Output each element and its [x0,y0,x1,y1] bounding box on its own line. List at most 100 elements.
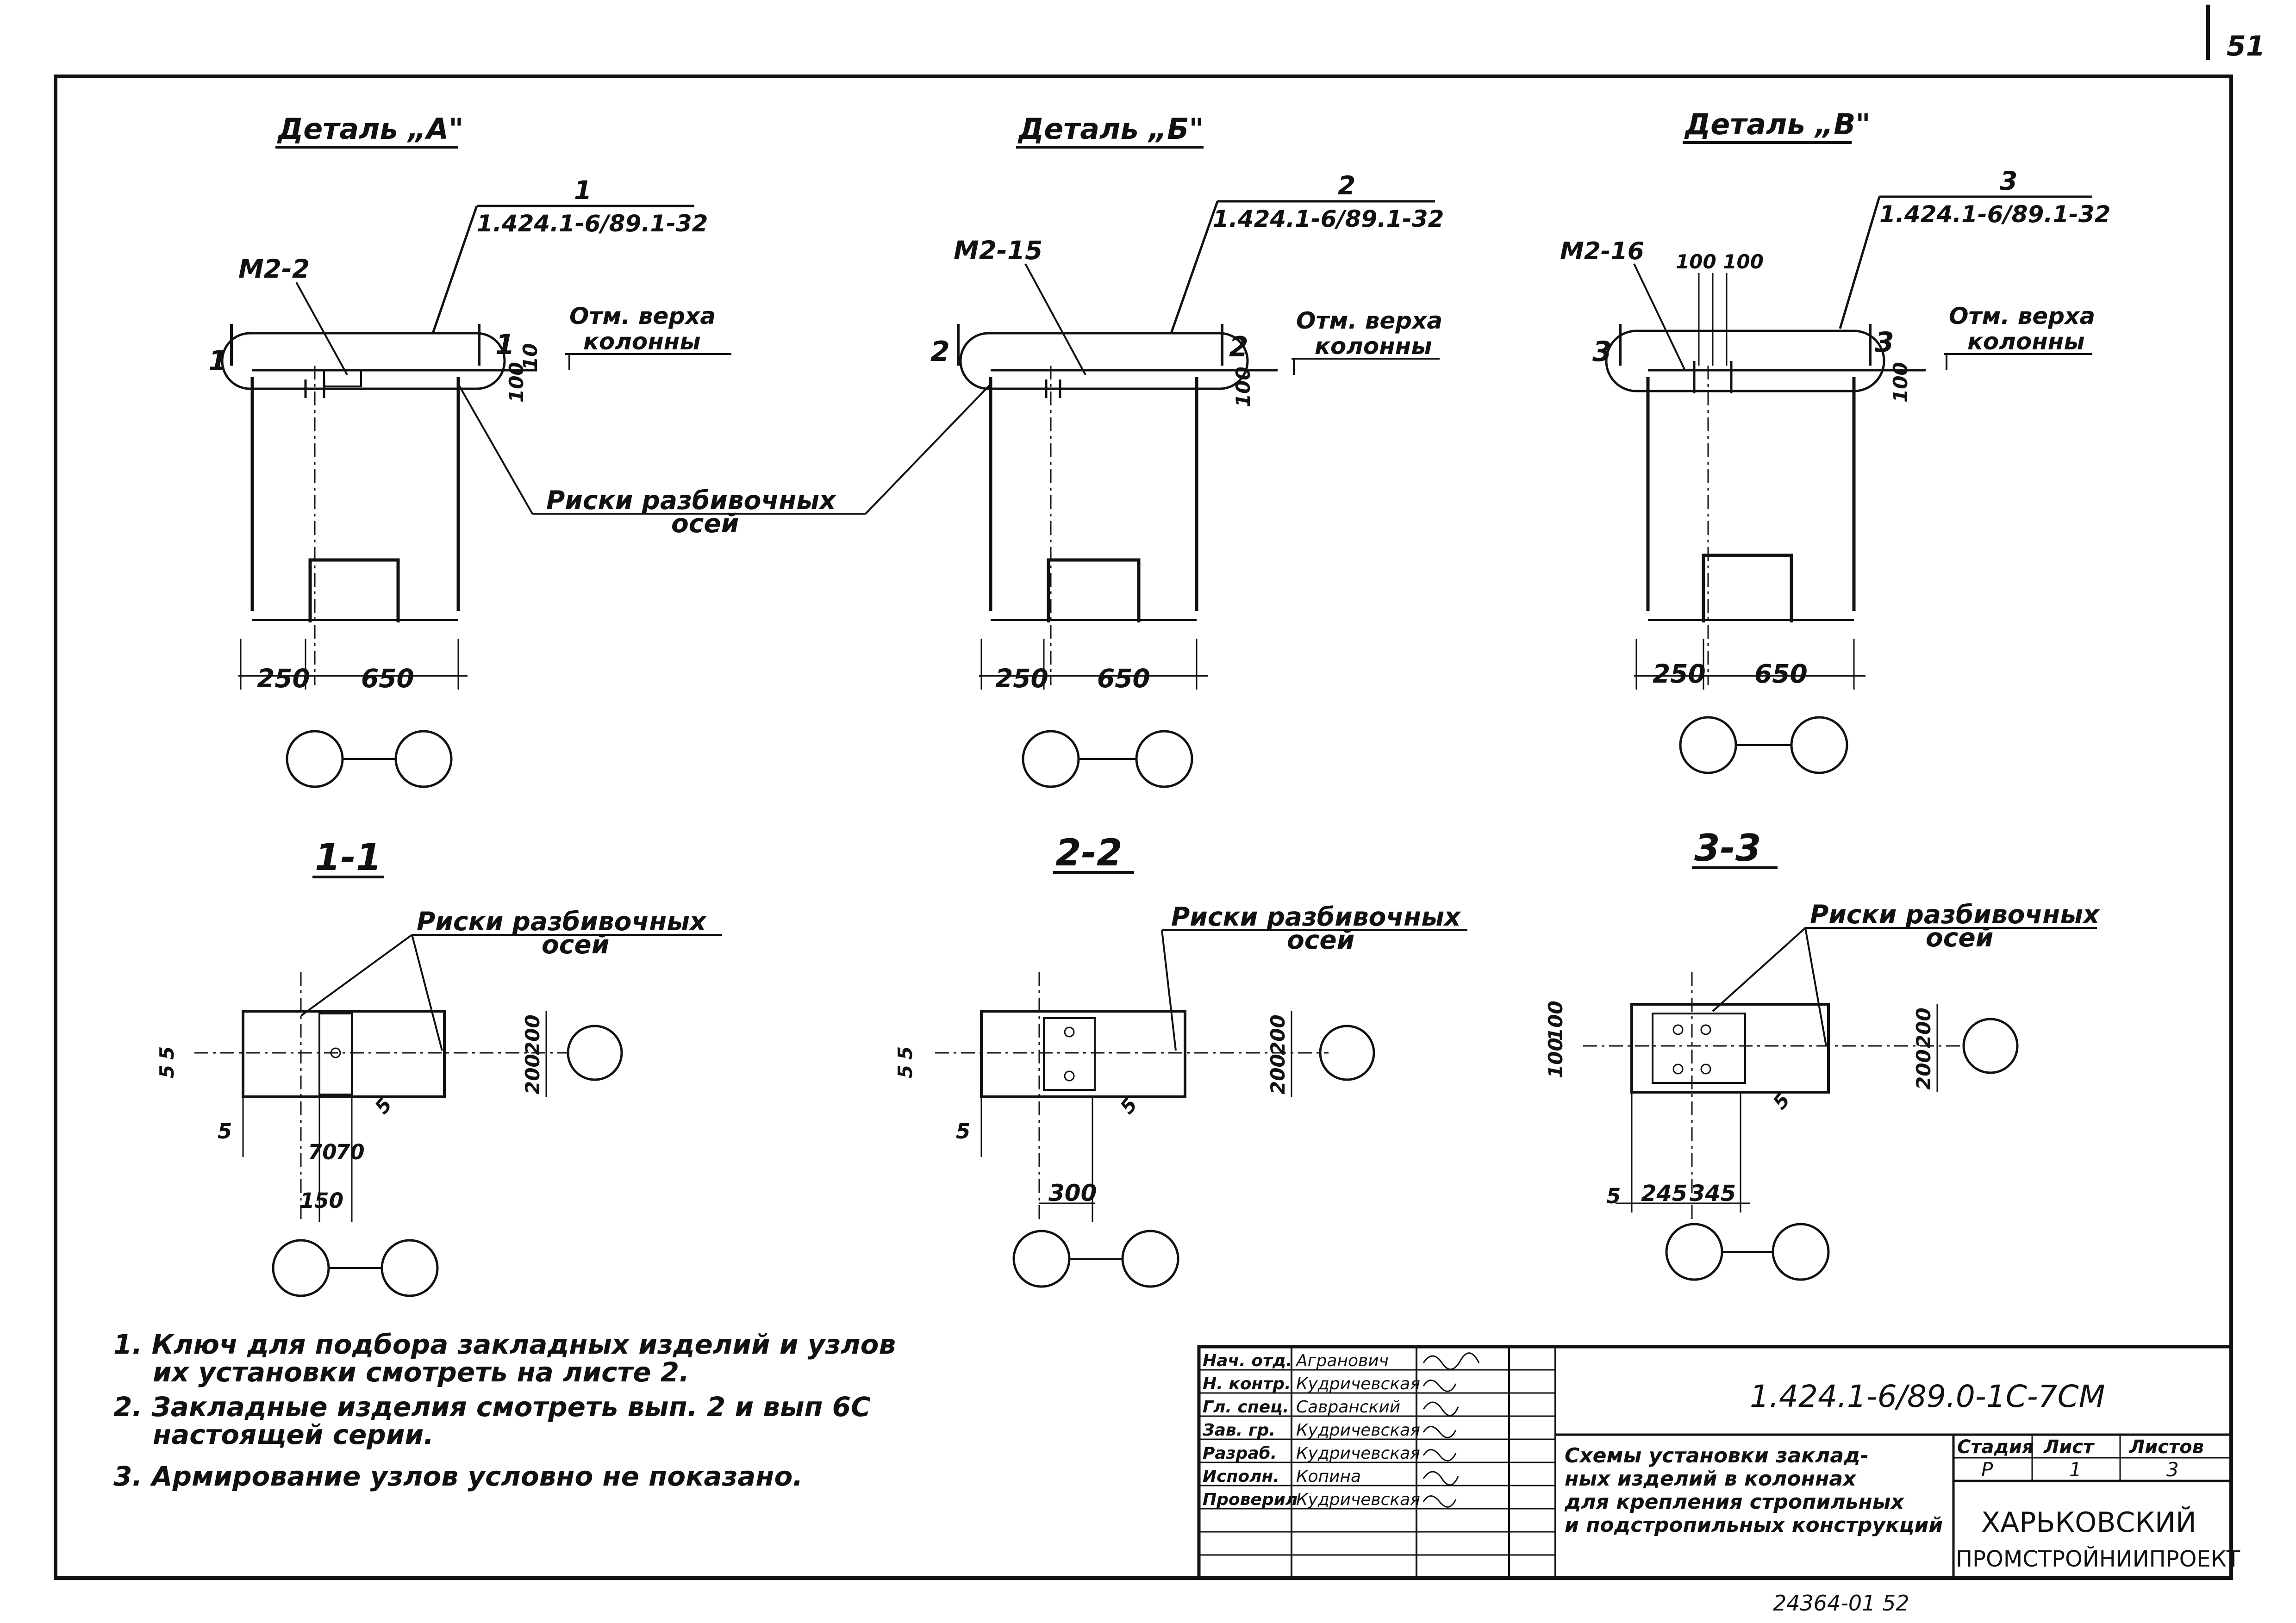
axis-bubble [1319,1025,1375,1081]
axis-bubble [1790,716,1848,774]
sheet-value: 1 [2069,1458,2082,1481]
section-marker-left: 3 [1592,336,1612,368]
signature [1423,1449,1457,1461]
dim-bottom-a: 70 [308,1140,337,1164]
sheets-header: Листов [2129,1436,2204,1458]
dim-right-b: 200 [1912,1049,1935,1090]
anchor-hole [1700,1063,1711,1075]
axis-marks-leader [1161,930,1177,1051]
dim-left-top: 5 [894,1065,917,1078]
axis-bubble [1121,1230,1179,1288]
top-of-column-label-a: Отм. верха колонны [565,303,731,370]
signature [1423,1426,1457,1438]
drawing-frame [54,75,2233,1580]
leader-ref: 1.424.1-6/89.1-32 [1213,205,1444,232]
detail-v: Деталь „В" 3 1.424.1-6/89.1-32 М2-16 100… [1560,107,2110,774]
dim-corner: 5 [1606,1184,1621,1208]
dim-right: 650 [361,664,414,693]
dim-bottom-a: 245 [1641,1181,1687,1206]
embed-label: М2-16 [1560,237,1644,265]
axis-bubble [381,1239,439,1297]
column-plan [1630,1003,1830,1094]
leader-ref: 1.424.1-6/89.1-32 [1879,201,2110,228]
dim-right: 650 [1097,664,1150,693]
dim-corner: 5 [956,1119,970,1144]
top-label-line1: Отм. верха [1949,303,2095,330]
anchor-hole [1672,1024,1684,1035]
embed-leader [1633,263,1686,371]
anchor-hole [1700,1024,1711,1035]
top-of-column-label-b: Отм. верха колонны [1292,307,1442,375]
dim-right: 650 [1754,659,1808,689]
bottom-stamp: 24364-01 52 [1773,1591,1909,1616]
leader-line [1839,196,1881,329]
sheet-header: Лист [2043,1436,2095,1458]
role-label: Нач. отд. [1203,1351,1292,1370]
axis-bubble [1135,730,1193,788]
column-plan [980,1010,1186,1098]
dim-bottom-a: 300 [1048,1180,1097,1206]
dim-right-b: 200 [521,1054,544,1094]
detail-b: Деталь „Б" 2 1.424.1-6/89.1-32 М2-15 2 2… [930,112,1444,788]
embed-leader [1024,263,1086,375]
section-marker-right: 3 [1875,326,1894,359]
axis-bubble [286,730,344,788]
drawing-code: 1.424.1-6/89.0-1С-7СМ [1750,1379,2105,1414]
dim-vertical: 100 [1889,362,1912,403]
page-number: 51 [2227,30,2265,62]
role-name: Агранович [1295,1351,1389,1370]
dim-left: 250 [995,664,1048,693]
top-of-column-label-v: Отм. верха колонны [1944,303,2095,370]
dim-corner: 5 [218,1119,232,1144]
dim-bottom-b: 70 [336,1140,365,1164]
axis-marks-leader [865,383,992,515]
leader-number: 1 [574,175,592,205]
note-line: их установки смотреть на листе 2. [153,1356,689,1388]
axis-bubble [1772,1223,1830,1281]
stage-value: Р [1981,1458,1993,1481]
axis-bubble [1962,1018,2019,1074]
dim-right-a: 200 [1912,1007,1935,1048]
embed-label: М2-2 [238,254,310,284]
axis-marks-label-top: Риски разбивочных осей [457,383,992,538]
dim-left: 250 [1653,659,1706,689]
column-head-callout [1605,330,1885,392]
leader-ref: 1.424.1-6/89.1-32 [477,210,708,237]
description-line: для крепления стропильных [1564,1490,1905,1514]
role-label: Зав. гр. [1202,1421,1275,1440]
column-opening [1047,558,1141,622]
role-label: Гл. спец. [1203,1398,1289,1417]
dim-bottom-b: 345 [1690,1181,1736,1206]
embed-leader [295,282,348,375]
dim-vertical: 100 [1232,367,1254,407]
description-line: ных изделий в колоннах [1565,1467,1857,1491]
section-marker-left: 1 [208,345,228,377]
description-line: Схемы установки заклад- [1565,1444,1869,1468]
role-label: Разраб. [1203,1444,1277,1463]
leader-number: 2 [1338,171,1355,200]
axis-marks-line1: Риски разбивочных [1171,902,1461,932]
dim-left-top2: 100 [1544,1001,1567,1041]
top-label-line2: колонны [583,328,701,355]
section-3-3: 3-3 Риски разбивочных осей 200 200 100 1… [1544,827,2100,1281]
detail-title: Деталь „А" [277,112,463,146]
axis-marks-leader [300,934,413,1017]
signature [1423,1401,1459,1417]
section-2-2: 2-2 Риски разбивочных осей 200 200 5 5 5… [894,831,1467,1288]
section-marker-right: 2 [1229,331,1248,363]
embed-plate [323,369,362,387]
role-label: Исполн. [1203,1467,1279,1486]
organization-line1: ХАРЬКОВСКИЙ [1981,1505,2196,1539]
column-opening [308,558,400,622]
note-line: настоящей серии. [153,1419,434,1450]
signature [1423,1352,1480,1370]
detail-a: Деталь „А" 1 1.424.1-6/89.1-32 М2-2 1 1 … [208,112,708,788]
dim-right-b: 200 [1267,1054,1289,1094]
dim-right-a: 200 [1267,1014,1289,1055]
column-head-callout [221,332,506,390]
axis-bubble [1679,716,1737,774]
dim-left-top: 5 [156,1065,178,1078]
axis-bubble [394,730,453,788]
signature [1423,1471,1459,1486]
